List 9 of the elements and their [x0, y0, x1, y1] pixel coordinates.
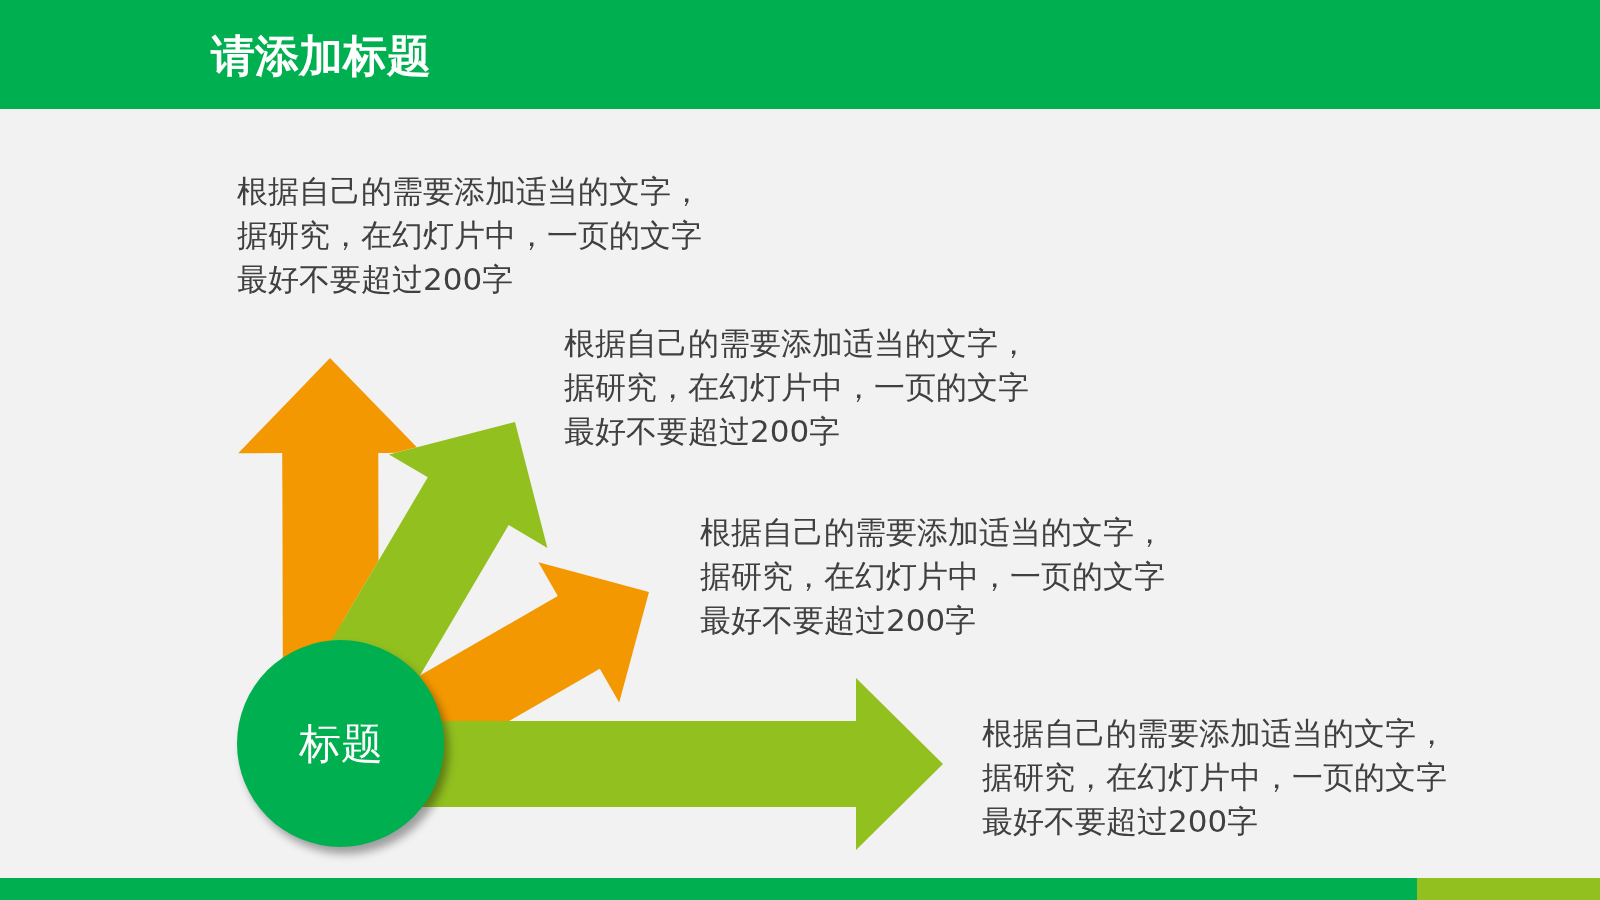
circle-label: 标题: [298, 722, 383, 765]
block-arrow: [330, 422, 548, 678]
block-arrow: [421, 678, 943, 850]
body-text: 根据自己的需要添加适当的文字，据研究，在幻灯片中，一页的文字最好不要超过200字: [237, 169, 717, 301]
body-text: 根据自己的需要添加适当的文字，据研究，在幻灯片中，一页的文字最好不要超过200字: [700, 510, 1180, 642]
slide-title: 请添加标题: [211, 34, 431, 78]
block-arrow: [238, 358, 417, 659]
body-text: 根据自己的需要添加适当的文字，据研究，在幻灯片中，一页的文字最好不要超过200字: [982, 711, 1462, 843]
body-text: 根据自己的需要添加适当的文字，据研究，在幻灯片中，一页的文字最好不要超过200字: [564, 321, 1044, 453]
